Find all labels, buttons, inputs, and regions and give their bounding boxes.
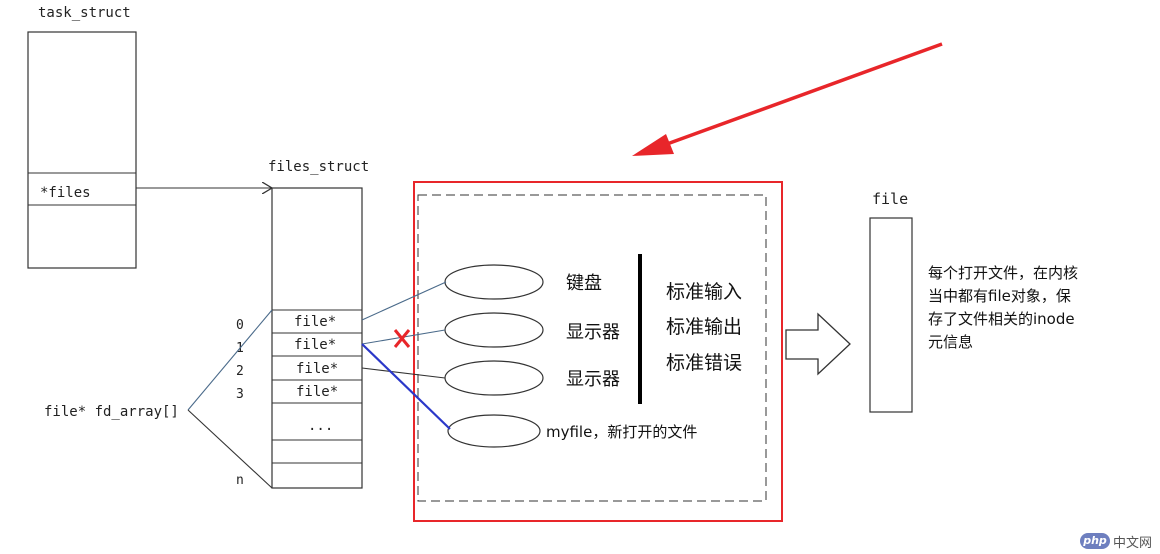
fd-index-0: 0 (236, 318, 244, 333)
note-line: 存了文件相关的inode (928, 310, 1075, 328)
stdout-label: 标准输出 (666, 316, 742, 338)
link-fd2-display (361, 367, 446, 379)
cut-mark (393, 329, 411, 348)
link-fd1-myfile (361, 343, 451, 430)
red-arrowhead (632, 134, 674, 156)
note-line: 元信息 (928, 333, 974, 351)
keyboard-ellipse (444, 264, 544, 300)
myfile-ellipse (447, 414, 541, 448)
myfile-label: myfile，新打开的文件 (546, 423, 697, 441)
file-object-title: file (872, 190, 908, 208)
block-arrow (785, 312, 851, 376)
watermark-site: 中文网 (1113, 536, 1153, 551)
red-pointer-arrow (632, 42, 943, 156)
files-struct-title: files_struct (268, 159, 369, 175)
highlight-box (413, 181, 783, 522)
stderr-label: 标准错误 (666, 352, 742, 374)
fd-entry-0: file* (294, 314, 336, 330)
display-ellipse-1 (444, 312, 544, 348)
fd-entry-2: file* (296, 361, 338, 377)
file-object-box (869, 217, 913, 413)
task-struct-box (27, 31, 137, 269)
files-pointer-field: *files (40, 185, 91, 201)
note-line: 每个打开文件，在内核 (928, 264, 1079, 282)
watermark: php 中文网 (1080, 530, 1156, 552)
link-fd0-keyboard (361, 281, 447, 321)
fd-array-label: file* fd_array[] (44, 404, 179, 420)
php-logo: php (1080, 533, 1110, 549)
brace-upper (187, 309, 273, 411)
fd-entry-ellipsis: ... (308, 418, 333, 434)
fd-index-2: 2 (236, 364, 244, 379)
red-arrow-shaft (655, 42, 943, 150)
fd-entry-1: file* (294, 337, 336, 353)
task-struct: task_struct *files (27, 5, 137, 269)
files-struct: files_struct file* file* file* file* ...… (236, 159, 369, 489)
display-label-1: 显示器 (566, 322, 620, 343)
task-struct-title: task_struct (38, 5, 131, 21)
stdin-label: 标准输入 (666, 281, 742, 303)
brace-lower (187, 409, 273, 489)
fd-entry-3: file* (296, 384, 338, 400)
display-label-2: 显示器 (566, 369, 620, 390)
cut-stroke-b (393, 329, 411, 348)
fd-index-3: 3 (236, 387, 244, 402)
fd-array-brace: file* fd_array[] (44, 309, 273, 489)
note-line: 当中都有file对象，保 (928, 287, 1071, 305)
keyboard-label: 键盘 (566, 273, 602, 294)
file-object-note: 每个打开文件，在内核 当中都有file对象，保 存了文件相关的inode 元信息 (928, 262, 1118, 354)
display-ellipse-2 (444, 360, 544, 396)
kernel-file-area (417, 194, 767, 502)
fd-index-n: n (236, 473, 244, 488)
files-struct-box (271, 187, 363, 489)
